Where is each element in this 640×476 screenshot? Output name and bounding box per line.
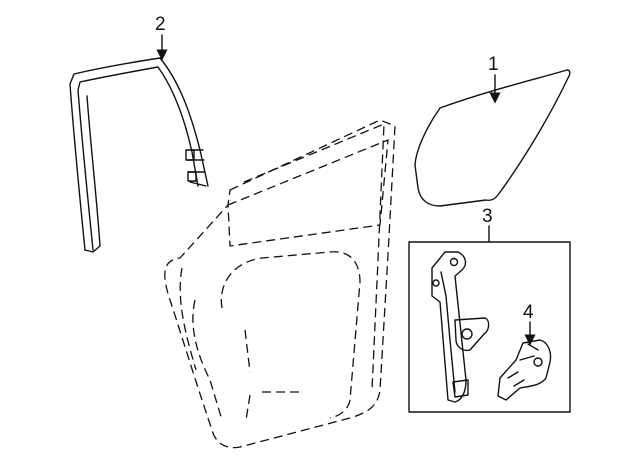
callout-4: 4 bbox=[523, 302, 534, 323]
callout-1: 1 bbox=[488, 54, 499, 75]
leader-lines bbox=[156, 34, 536, 346]
window-motor bbox=[497, 339, 552, 401]
window-regulator bbox=[431, 251, 490, 403]
callout-2: 2 bbox=[155, 14, 166, 35]
callout-3: 3 bbox=[482, 206, 493, 227]
glass-run-channel bbox=[69, 57, 209, 253]
door-glass bbox=[414, 69, 571, 207]
rear-door-outline bbox=[164, 119, 396, 449]
